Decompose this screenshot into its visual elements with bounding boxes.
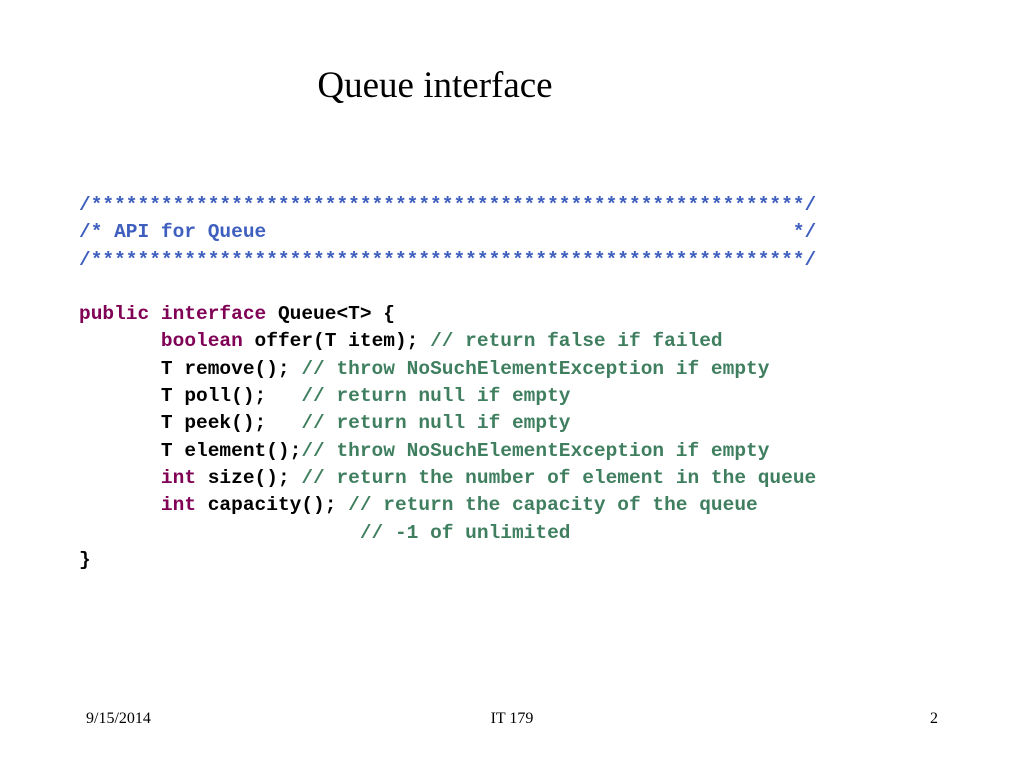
code-token-plain: size(); [196,466,302,489]
code-line: } [79,547,816,574]
code-line [79,274,816,301]
code-line: boolean offer(T item); // return false i… [79,328,816,355]
code-token-plain: Queue<T> { [266,303,395,326]
code-token-keyword: boolean [160,330,243,353]
code-token-plain: offer(T item); [242,330,431,353]
code-token-plain: T peek(); [79,412,302,435]
code-token-plain: } [79,548,91,571]
code-token-plain [79,330,161,352]
code-token-plain: capacity(); [196,494,349,517]
footer-date: 9/15/2014 [86,710,151,727]
code-line: T poll(); // return null if empty [79,383,816,410]
code-token-plain [149,303,161,325]
code-token-comment: // return null if empty [301,412,571,435]
code-token-comment: // return the number of element in the q… [301,466,817,489]
code-line: // -1 of unlimited [79,520,816,547]
code-line: /***************************************… [79,192,816,219]
code-line: /* API for Queue */ [79,219,816,246]
code-line: int capacity(); // return the capacity o… [79,492,816,519]
code-line: T element();// throw NoSuchElementExcept… [79,438,816,465]
code-line: public interface Queue<T> { [79,301,816,328]
code-token-comment-block: /***************************************… [79,194,817,216]
code-token-comment: // return false if failed [430,330,723,353]
code-token-plain [79,522,360,544]
code-token-keyword: int [160,494,197,517]
code-line: /***************************************… [79,247,816,274]
code-token-keyword: int [160,466,197,489]
code-block: /***************************************… [79,192,816,574]
page-number: 2 [930,710,938,727]
code-line: T peek(); // return null if empty [79,410,816,437]
code-token-comment-block: /* API for Queue */ [79,221,817,244]
code-line: T remove(); // throw NoSuchElementExcept… [79,356,816,383]
code-token-plain [79,494,161,516]
code-token-comment: // return null if empty [301,385,571,408]
code-token-comment: // -1 of unlimited [359,521,571,544]
code-token-comment: // throw NoSuchElementException if empty [301,357,770,380]
footer-course: IT 179 [490,710,534,727]
code-line: int size(); // return the number of elem… [79,465,816,492]
code-token-plain: T poll(); [79,385,302,408]
code-token-comment-block: /***************************************… [79,248,817,271]
code-token-plain: T element(); [79,439,302,462]
code-token-comment: // return the capacity of the queue [348,494,758,517]
slide-title: Queue interface [317,65,553,106]
code-token-plain: T remove(); [79,357,302,380]
code-token-comment: // throw NoSuchElementException if empty [301,439,770,462]
code-token-plain [79,467,161,489]
code-token-keyword: interface [160,303,267,326]
code-token-keyword: public [79,303,150,326]
